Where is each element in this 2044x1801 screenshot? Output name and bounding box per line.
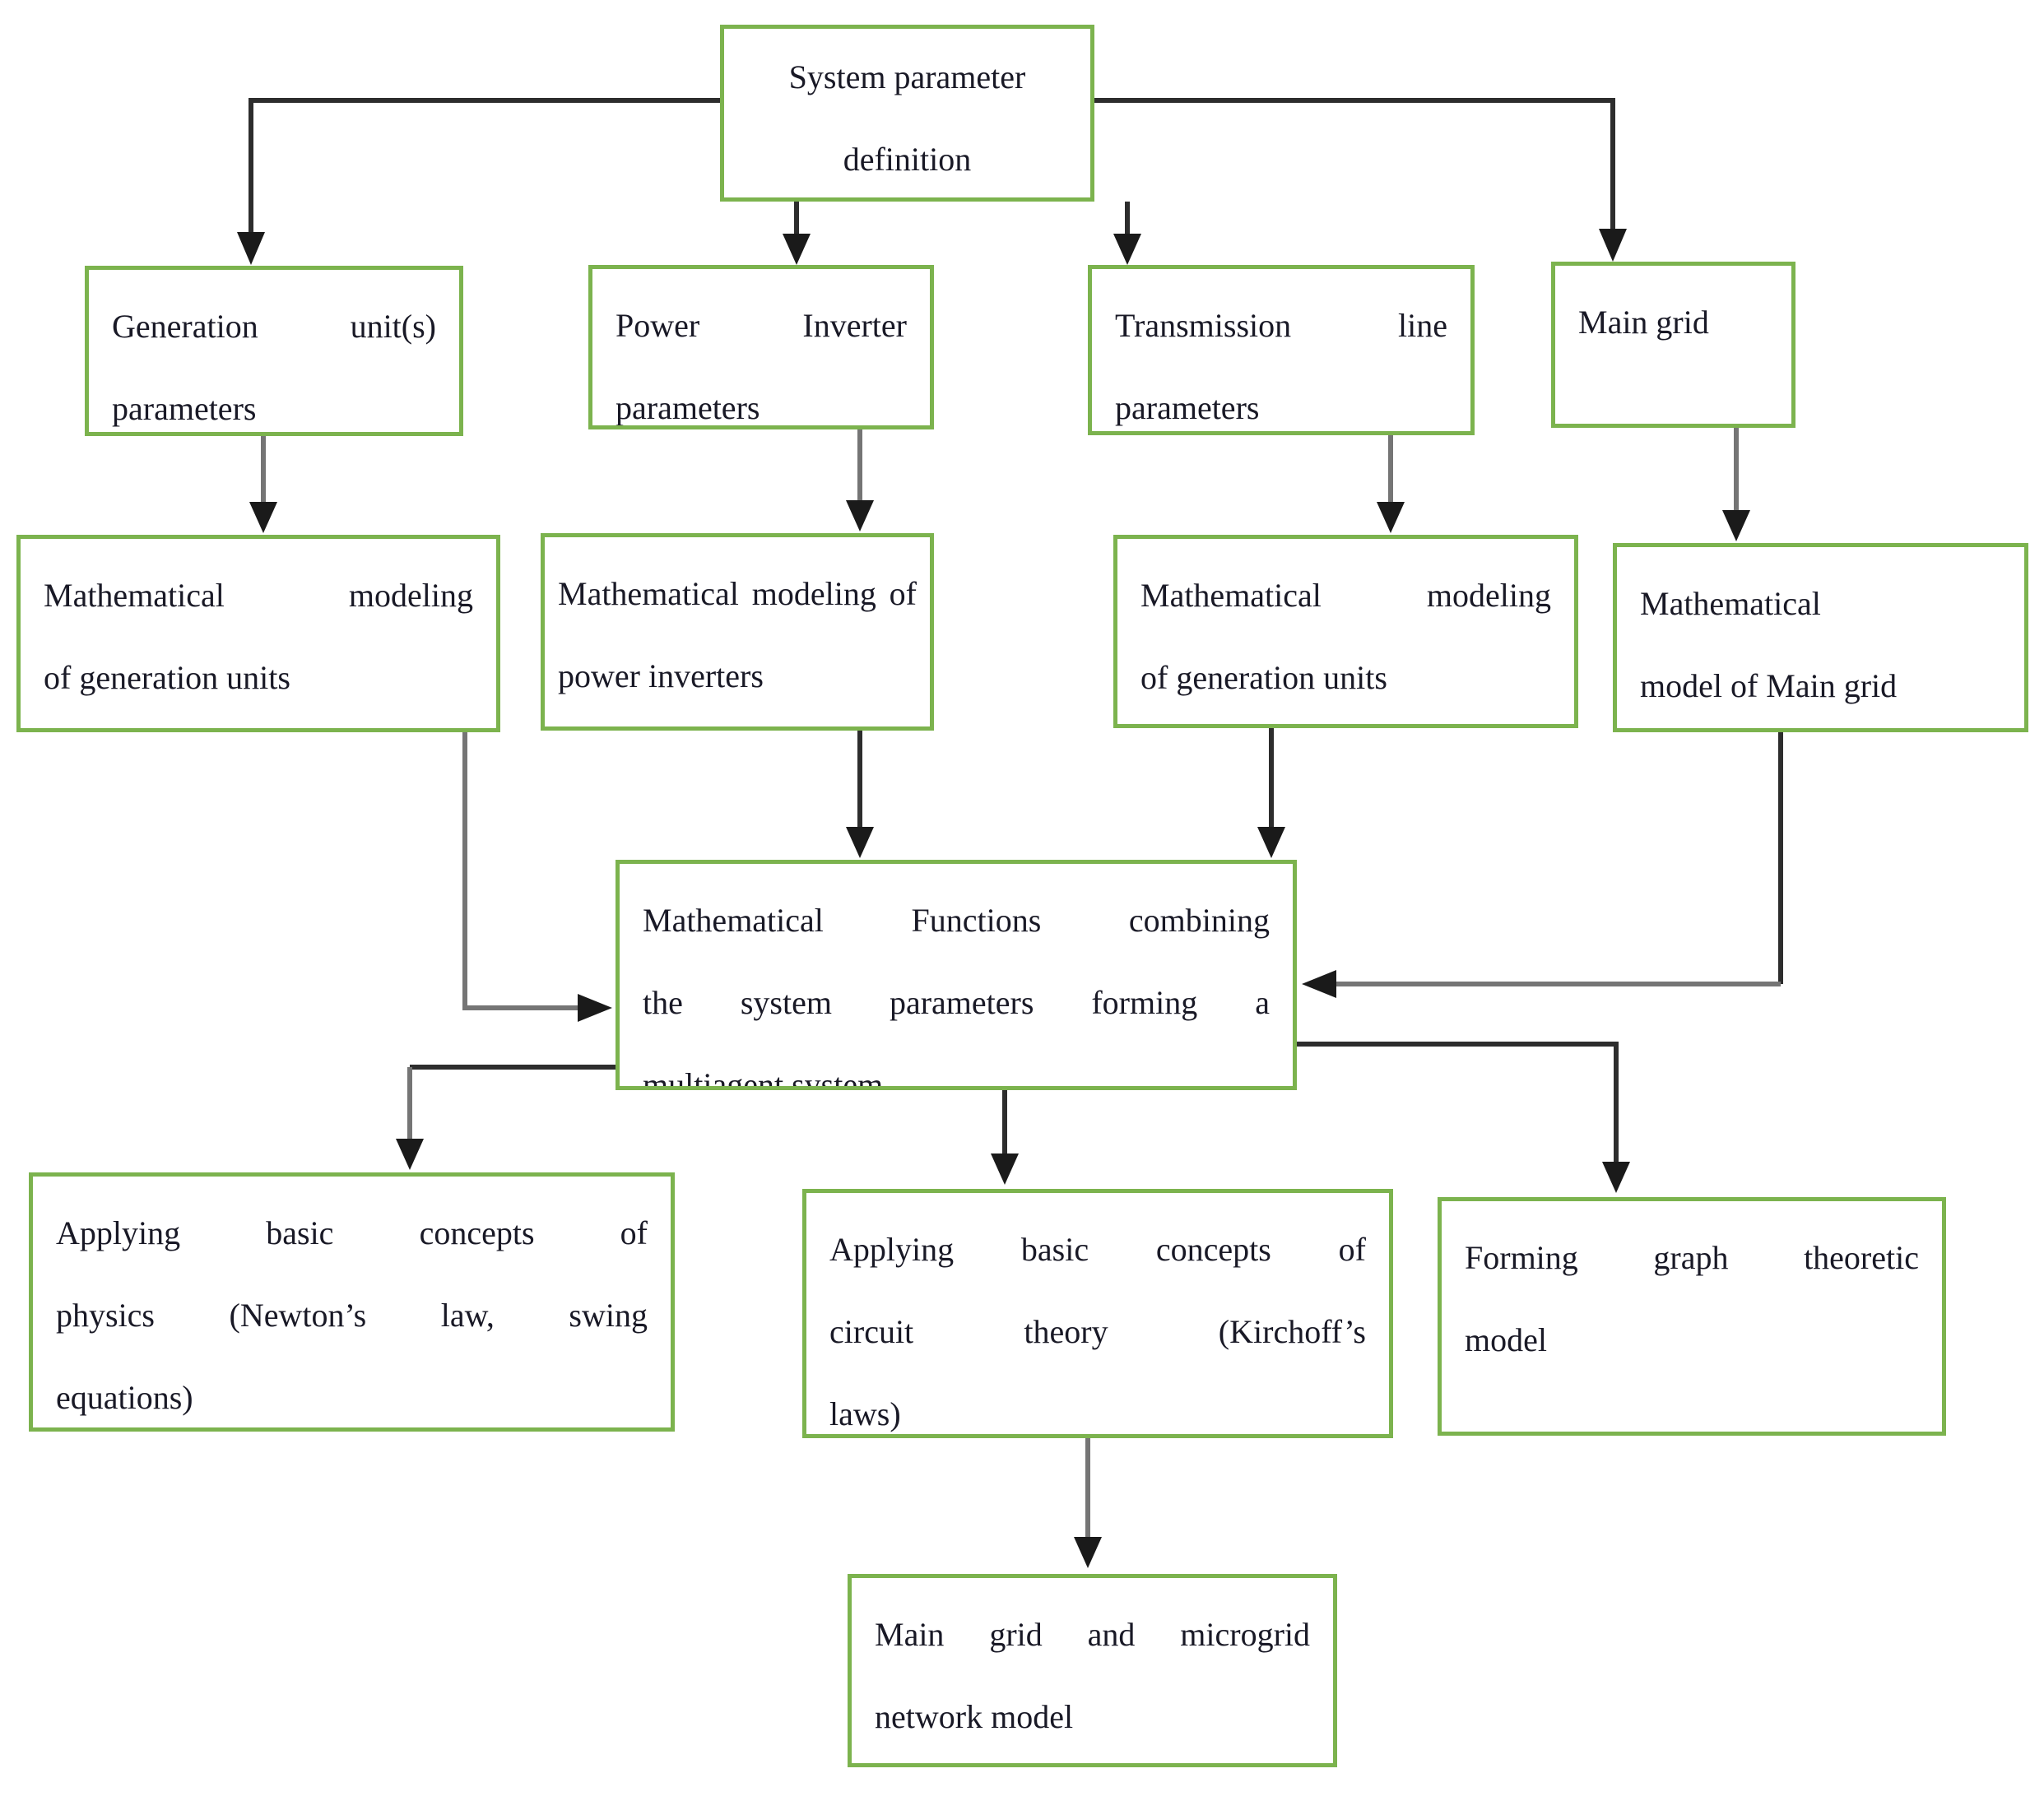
- edge-circuit-to-network-model: [1074, 1438, 1102, 1568]
- arrowhead-icon: [1257, 827, 1285, 858]
- edge-main-grid-to-math-main: [1722, 426, 1750, 541]
- arrowhead-icon: [846, 500, 874, 531]
- arrowhead-icon: [991, 1153, 1019, 1185]
- arrowhead-icon: [1602, 1162, 1630, 1193]
- edge-system-to-main-grid: [1094, 98, 1627, 262]
- arrowhead-icon: [846, 827, 874, 858]
- arrowhead-icon: [1722, 510, 1750, 541]
- edge-central-to-circuit: [991, 1090, 1019, 1185]
- arrowhead-icon: [578, 994, 612, 1022]
- arrowhead-icon: [1599, 229, 1627, 262]
- edge-math-inverters-to-central: [846, 731, 874, 858]
- edge-generation-to-math-gen-left: [249, 434, 277, 533]
- edge-central-to-physics: [396, 1065, 616, 1170]
- edge-math-gen-left-to-central: [462, 732, 612, 1022]
- node-main-grid: Main grid: [1551, 262, 1795, 428]
- edge-inverter-to-math-inverters: [846, 426, 874, 531]
- edge-central-to-graph-model: [1297, 1042, 1630, 1193]
- edge-transmission-to-math-gen-right: [1377, 434, 1405, 533]
- arrowhead-icon: [1302, 970, 1336, 998]
- edge-system-to-transmission: [1113, 202, 1141, 265]
- edge-math-gen-right-to-central: [1257, 728, 1285, 858]
- arrowhead-icon: [396, 1139, 424, 1170]
- arrowhead-icon: [249, 502, 277, 533]
- arrowhead-icon: [1113, 234, 1141, 265]
- arrowhead-icon: [237, 232, 265, 265]
- arrowhead-icon: [1377, 502, 1405, 533]
- edge-system-to-generation: [237, 98, 720, 265]
- arrowhead-icon: [1074, 1537, 1102, 1568]
- edge-math-main-to-central: [1302, 732, 1783, 998]
- edge-system-to-power-inverter: [783, 202, 811, 265]
- arrowhead-icon: [783, 234, 811, 265]
